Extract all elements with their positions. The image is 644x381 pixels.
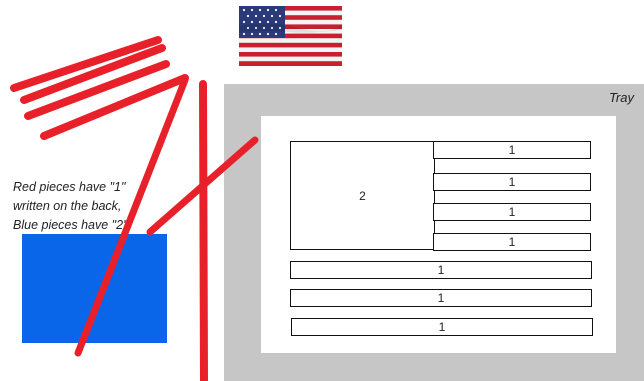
note-line: written on the back, bbox=[13, 197, 143, 216]
piece-bar-1[interactable]: 1 bbox=[433, 141, 591, 159]
scribble-stroke bbox=[44, 78, 185, 136]
piece-label: 1 bbox=[438, 291, 445, 305]
vertical-stroke bbox=[203, 84, 204, 381]
piece-label: 1 bbox=[438, 263, 445, 277]
piece-label: 1 bbox=[509, 175, 516, 189]
piece-label: 1 bbox=[509, 143, 516, 157]
scribble-stroke bbox=[24, 48, 162, 100]
piece-bar-6[interactable]: 1 bbox=[290, 289, 592, 307]
tray: Tray 2 1 1 1 1 1 1 1 bbox=[224, 84, 644, 381]
piece-label: 1 bbox=[509, 235, 516, 249]
rules-note: Red pieces have "1" written on the back,… bbox=[13, 178, 143, 235]
piece-large-2[interactable]: 2 bbox=[290, 141, 435, 250]
piece-bar-7[interactable]: 1 bbox=[291, 318, 593, 336]
piece-label: 1 bbox=[439, 320, 446, 334]
scribble-stroke bbox=[28, 64, 166, 116]
us-flag-icon bbox=[239, 6, 342, 66]
piece-bar-4[interactable]: 1 bbox=[433, 233, 591, 251]
piece-bar-3[interactable]: 1 bbox=[433, 203, 591, 221]
piece-label: 2 bbox=[359, 189, 366, 203]
note-line: Blue pieces have "2" bbox=[13, 216, 143, 235]
piece-bar-5[interactable]: 1 bbox=[290, 261, 592, 279]
piece-bar-2[interactable]: 1 bbox=[433, 173, 591, 191]
tray-inner-area: 2 1 1 1 1 1 1 1 bbox=[261, 116, 616, 353]
note-line: Red pieces have "1" bbox=[13, 178, 143, 197]
blue-piece[interactable] bbox=[22, 234, 167, 343]
scribble-stroke bbox=[14, 40, 158, 88]
piece-label: 1 bbox=[509, 205, 516, 219]
tray-label: Tray bbox=[609, 90, 634, 105]
